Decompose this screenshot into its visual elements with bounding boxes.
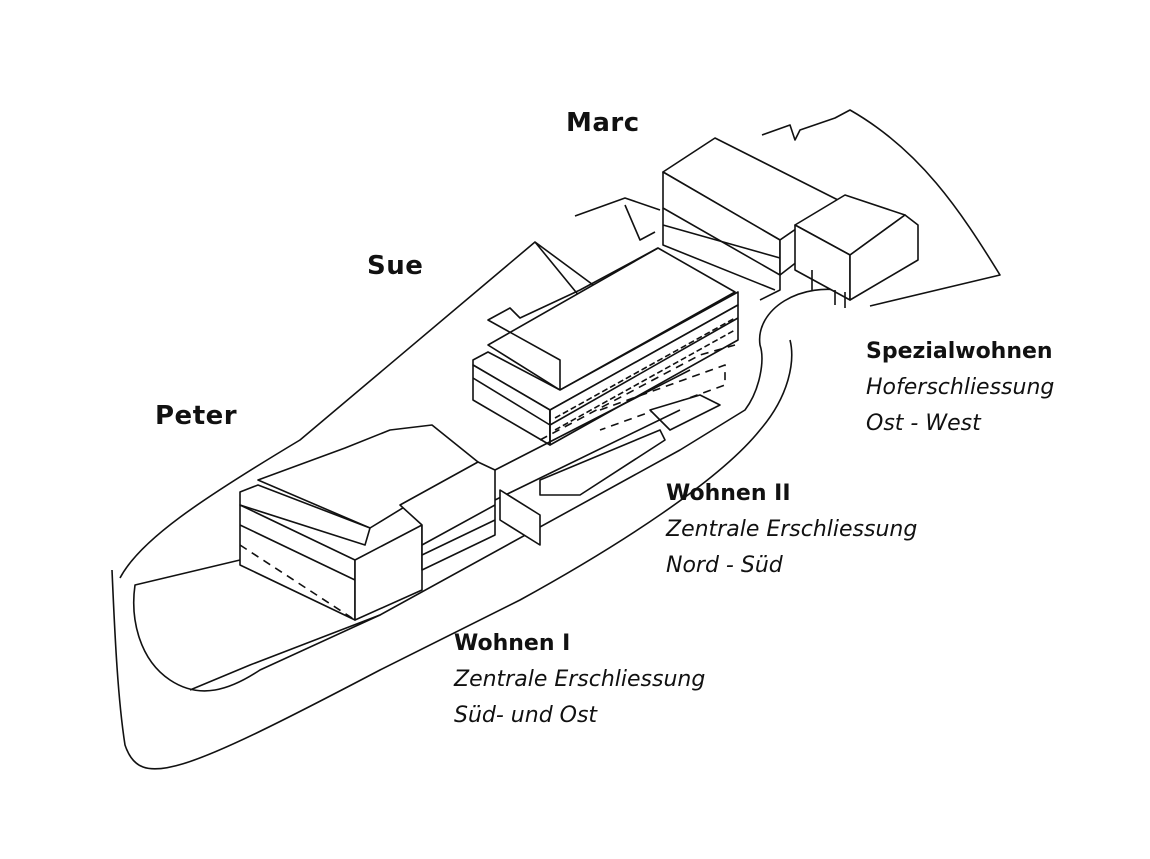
zone-orientation: Süd- und Ost bbox=[454, 703, 598, 728]
site-outline bbox=[111, 109, 1001, 770]
building-peter bbox=[239, 369, 691, 621]
label-peter: Peter bbox=[155, 401, 238, 431]
label-sue: Sue bbox=[367, 251, 424, 281]
zone-access: Zentrale Erschliessung bbox=[454, 667, 706, 692]
building-marc bbox=[662, 137, 919, 308]
zone-title: Wohnen II bbox=[666, 481, 791, 506]
zone-wohnen-2: Wohnen II Zentrale Erschliessung Nord - … bbox=[666, 476, 917, 584]
building-sue bbox=[472, 247, 739, 446]
zone-spezialwohnen: Spezialwohnen Hoferschliessung Ost - Wes… bbox=[866, 334, 1054, 442]
zone-access: Hoferschliessung bbox=[866, 375, 1055, 400]
zone-orientation: Ost - West bbox=[866, 411, 981, 436]
zone-wohnen-1: Wohnen I Zentrale Erschliessung Süd- und… bbox=[454, 626, 705, 734]
zone-orientation: Nord - Süd bbox=[666, 553, 783, 578]
zone-title: Spezialwohnen bbox=[866, 339, 1053, 364]
label-marc: Marc bbox=[566, 108, 640, 138]
zone-access: Zentrale Erschliessung bbox=[666, 517, 918, 542]
zone-title: Wohnen I bbox=[454, 631, 571, 656]
